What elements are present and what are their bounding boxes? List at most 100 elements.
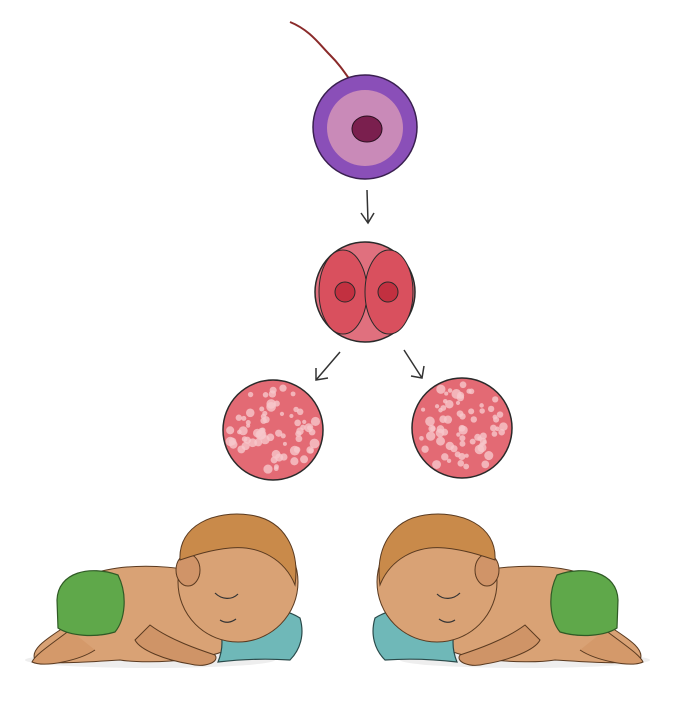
morula-cell <box>296 408 304 416</box>
morula-cell <box>434 404 440 409</box>
morula-cell <box>421 407 426 412</box>
morula-cell <box>425 416 435 427</box>
morula-cell <box>484 450 494 461</box>
morula-cell <box>235 414 242 421</box>
morula-cell <box>479 408 485 414</box>
morula-cell <box>226 426 235 435</box>
morula-cell <box>306 425 312 431</box>
morula-cell <box>479 442 484 448</box>
morula-cell <box>246 423 251 428</box>
arrow-right-icon <box>403 349 425 379</box>
morula-cell <box>295 435 303 443</box>
morula-cell <box>446 458 452 464</box>
morula-cell <box>450 445 458 453</box>
morula-cell <box>445 400 454 409</box>
morula-cell <box>492 414 498 420</box>
morula-cell <box>293 446 301 453</box>
morula-cell <box>256 429 267 440</box>
arrow-left-icon <box>315 351 341 381</box>
morula-cell <box>479 403 484 408</box>
morula-cell <box>302 419 307 424</box>
morula-cell <box>432 460 442 469</box>
morula-cell <box>245 420 251 425</box>
morula-cell <box>490 424 497 432</box>
morula-cell <box>247 391 254 398</box>
morula-cell <box>241 415 247 421</box>
morula-cell <box>229 440 238 449</box>
morula-cell <box>238 426 248 436</box>
morula-cell <box>419 435 424 441</box>
morula-cell <box>447 388 453 393</box>
morula-cell <box>435 428 445 438</box>
morula-cell <box>458 424 466 432</box>
morula-cell <box>459 413 466 420</box>
morula-cell <box>275 429 283 437</box>
morula-cell <box>241 441 250 451</box>
morula-cell <box>454 451 461 458</box>
morula-cell <box>439 415 447 423</box>
morula-cell <box>245 408 255 418</box>
morula-cell <box>498 428 505 436</box>
morula-cell <box>290 391 296 397</box>
morula-cell <box>310 416 321 427</box>
morula-cell <box>259 406 265 412</box>
sperm-tail <box>289 21 351 81</box>
morula-cell <box>495 426 500 432</box>
morula-cell <box>279 384 287 392</box>
morula-cell <box>468 408 475 415</box>
baby-right <box>372 513 651 669</box>
morula-cell <box>455 400 461 405</box>
morula-cell <box>269 386 277 394</box>
morula-cell <box>466 388 472 394</box>
morula-cell <box>464 453 469 458</box>
morula-cell <box>279 411 285 416</box>
morula-cell <box>289 413 294 419</box>
morula-cell <box>457 391 465 399</box>
morula-right <box>411 377 513 479</box>
morula-cell <box>271 449 281 459</box>
arrow-down-icon <box>360 189 375 225</box>
morula-cell <box>459 381 467 389</box>
morula-cell <box>491 431 498 437</box>
morula-cell <box>444 391 449 396</box>
morula-left <box>222 379 324 481</box>
morula-cell <box>421 445 429 453</box>
morula-cell <box>294 419 301 427</box>
morula-cell <box>266 433 275 442</box>
morula-cell <box>260 417 267 424</box>
morula-cell <box>457 459 465 467</box>
morula-cell <box>492 396 499 403</box>
morula-cell <box>441 453 449 461</box>
morula-cell <box>308 448 314 454</box>
morula-cell <box>499 422 508 431</box>
morula-cell <box>262 391 269 398</box>
morula-cell <box>459 435 466 442</box>
morula-cell <box>280 433 286 439</box>
morula-cell <box>309 438 320 449</box>
morula-cell <box>487 405 495 413</box>
morula-cell <box>440 405 447 411</box>
morula-cell <box>300 455 309 464</box>
morula-cell <box>496 411 504 418</box>
morula-cell <box>262 410 268 417</box>
zygote <box>312 74 418 180</box>
morula-cell <box>456 432 461 437</box>
morula-cell <box>266 399 276 409</box>
morula-cell <box>463 463 470 470</box>
morula-cell <box>436 384 446 394</box>
morula-cell <box>425 431 436 441</box>
baby-left <box>24 513 303 669</box>
morula-cell <box>469 438 476 445</box>
morula-cell <box>470 416 478 423</box>
morula-cell <box>436 436 446 446</box>
morula-cell <box>273 466 279 472</box>
morula-cell <box>459 440 466 447</box>
morula-cell <box>481 460 490 469</box>
morula-cell <box>290 457 299 466</box>
morula-cell <box>263 464 273 474</box>
morula-cell <box>282 441 287 446</box>
morula-cell <box>479 432 487 440</box>
morula-cell <box>296 427 304 435</box>
morula-cell <box>428 424 436 433</box>
